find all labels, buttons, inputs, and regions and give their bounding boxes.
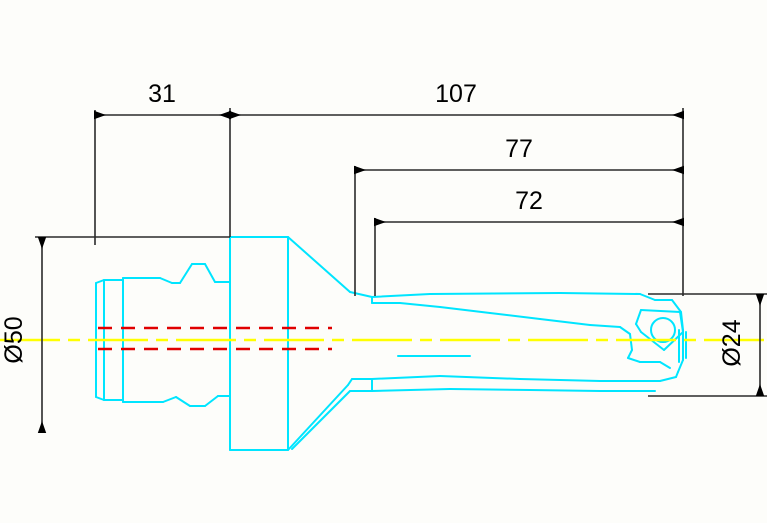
dim-label-107: 107 xyxy=(435,80,477,108)
drill-body-lower xyxy=(371,375,677,382)
dim-label-31: 31 xyxy=(148,80,176,108)
dim-label-77: 77 xyxy=(505,135,533,163)
taper-upper xyxy=(287,236,373,298)
dimension-text-layer: 31 107 77 72 Ø50 Ø24 xyxy=(0,80,746,367)
flange-collar xyxy=(229,236,289,451)
flute-line-lower xyxy=(371,388,656,392)
dimension-layer xyxy=(35,108,767,433)
tip-relief xyxy=(627,357,671,369)
indexable-insert xyxy=(635,309,684,351)
dim-label-drill-diameter: Ø24 xyxy=(718,319,746,366)
drill-body-upper xyxy=(371,292,656,301)
tool-geometry xyxy=(95,236,687,451)
insert-screw-hole xyxy=(650,317,676,343)
flute-line-upper xyxy=(371,302,633,359)
taper-lower xyxy=(287,378,373,451)
dim-label-shank-diameter: Ø50 xyxy=(0,316,28,363)
shank-body xyxy=(122,263,231,407)
hidden-lines xyxy=(98,326,332,351)
dim-label-72: 72 xyxy=(515,187,543,215)
